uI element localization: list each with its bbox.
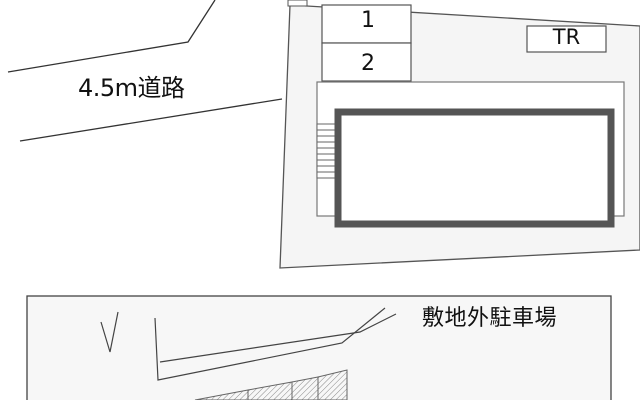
parking-slot-2-label: 2: [361, 51, 375, 76]
offsite-parking-stalls: [194, 369, 348, 400]
road-label: 4.5m道路: [78, 74, 185, 102]
stairs: [316, 123, 336, 179]
building: [334, 108, 615, 228]
road-edge-upper: [7, 0, 216, 73]
lot-corner-marker: [287, 0, 308, 7]
offsite-parking-label: 敷地外駐車場: [422, 306, 558, 331]
tr-label: TR: [552, 25, 581, 49]
parking-slot-2-box: [321, 42, 412, 82]
offsite-road-mark: [100, 311, 119, 353]
tr-box: [526, 25, 607, 53]
parking-slot-1-box: [321, 4, 412, 44]
parking-slot-1-label: 1: [361, 8, 375, 33]
offsite-road-edge-2: [159, 313, 397, 363]
road-edge-lower: [19, 98, 283, 142]
offsite-road-edge-1: [154, 307, 386, 381]
